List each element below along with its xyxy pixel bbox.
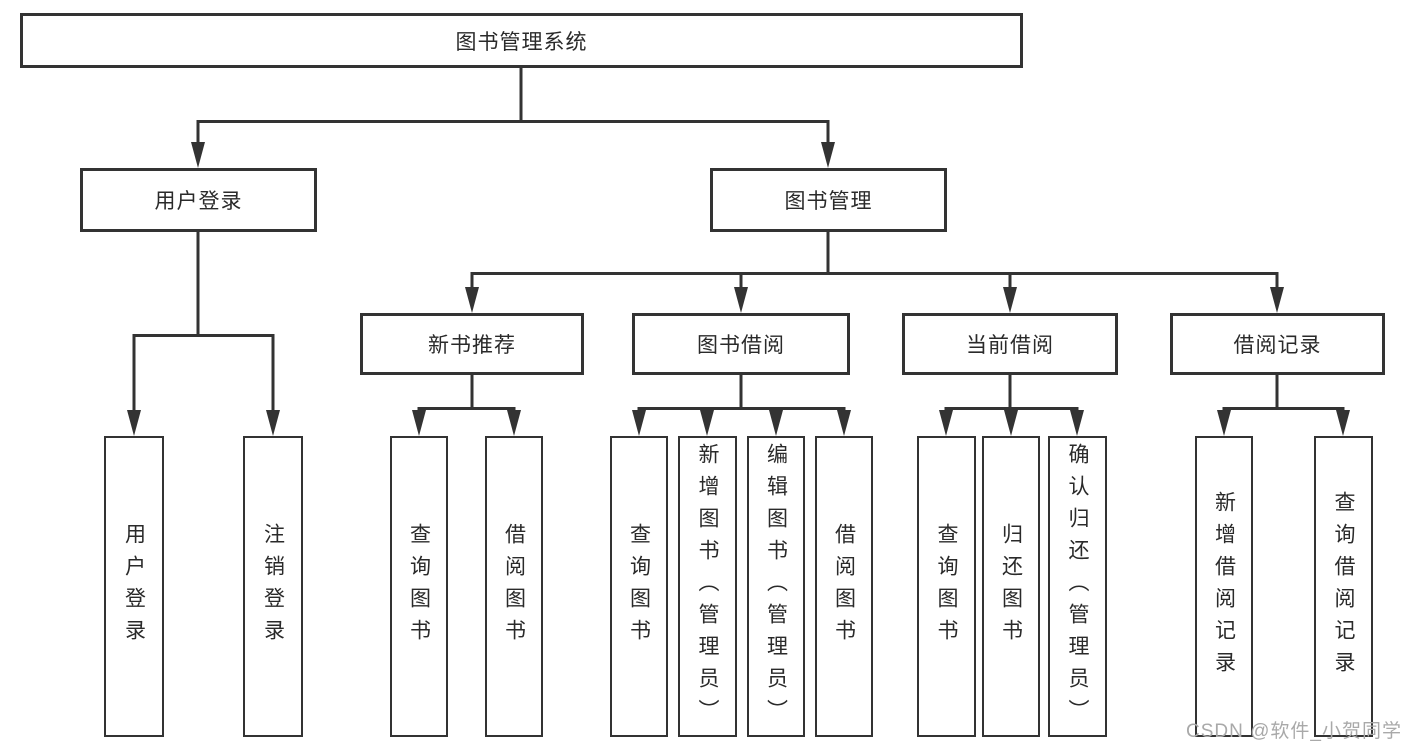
node-book-management-label: 图书管理 bbox=[784, 190, 873, 213]
leaf-borrow-books: 借阅图书 bbox=[815, 436, 873, 737]
leaf-query-books-recommend: 查询图书 bbox=[390, 436, 448, 737]
leaf-edit-books-admin-label: 编辑图书（管理员） bbox=[764, 442, 788, 731]
node-user-login: 用户登录 bbox=[80, 168, 317, 232]
node-current-borrow-label: 当前借阅 bbox=[966, 334, 1054, 357]
leaf-logout: 注销登录 bbox=[243, 436, 303, 737]
leaf-borrow-books-recommend: 借阅图书 bbox=[485, 436, 543, 737]
node-new-book-recommend: 新书推荐 bbox=[360, 313, 584, 375]
leaf-edit-books-admin: 编辑图书（管理员） bbox=[747, 436, 805, 737]
node-borrow-record: 借阅记录 bbox=[1170, 313, 1385, 375]
node-book-borrow: 图书借阅 bbox=[632, 313, 850, 375]
leaf-confirm-return-admin-label: 确认归还（管理员） bbox=[1066, 442, 1089, 731]
leaf-add-borrow-record: 新增借阅记录 bbox=[1195, 436, 1253, 737]
leaf-add-books-admin-label: 新增图书（管理员） bbox=[696, 442, 719, 731]
node-book-borrow-label: 图书借阅 bbox=[697, 334, 785, 357]
leaf-return-books-label: 归还图书 bbox=[999, 522, 1023, 651]
leaf-query-borrow-record: 查询借阅记录 bbox=[1314, 436, 1373, 737]
leaf-query-books-recommend-label: 查询图书 bbox=[407, 522, 431, 651]
node-root-label: 图书管理系统 bbox=[455, 30, 588, 54]
leaf-user-login: 用户登录 bbox=[104, 436, 164, 737]
csdn-watermark: CSDN @软件_小贺同学 bbox=[1186, 721, 1402, 742]
leaf-query-books-borrow: 查询图书 bbox=[610, 436, 668, 737]
leaf-query-books-current: 查询图书 bbox=[917, 436, 976, 737]
leaf-logout-label: 注销登录 bbox=[261, 522, 285, 651]
leaf-confirm-return-admin: 确认归还（管理员） bbox=[1048, 436, 1107, 737]
node-current-borrow: 当前借阅 bbox=[902, 313, 1118, 375]
leaf-query-books-current-label: 查询图书 bbox=[935, 522, 958, 651]
leaf-borrow-books-recommend-label: 借阅图书 bbox=[502, 522, 526, 651]
node-borrow-record-label: 借阅记录 bbox=[1233, 334, 1322, 357]
leaf-query-books-borrow-label: 查询图书 bbox=[627, 522, 651, 651]
leaf-add-books-admin: 新增图书（管理员） bbox=[678, 436, 737, 737]
leaf-user-login-label: 用户登录 bbox=[122, 522, 146, 651]
leaf-query-borrow-record-label: 查询借阅记录 bbox=[1332, 490, 1355, 683]
leaf-borrow-books-label: 借阅图书 bbox=[832, 522, 856, 651]
leaf-return-books: 归还图书 bbox=[982, 436, 1040, 737]
node-user-login-label: 用户登录 bbox=[154, 190, 243, 213]
node-book-management: 图书管理 bbox=[710, 168, 947, 232]
node-root-library-system: 图书管理系统 bbox=[20, 13, 1023, 68]
node-new-book-recommend-label: 新书推荐 bbox=[428, 334, 516, 357]
leaf-add-borrow-record-label: 新增借阅记录 bbox=[1212, 490, 1236, 683]
